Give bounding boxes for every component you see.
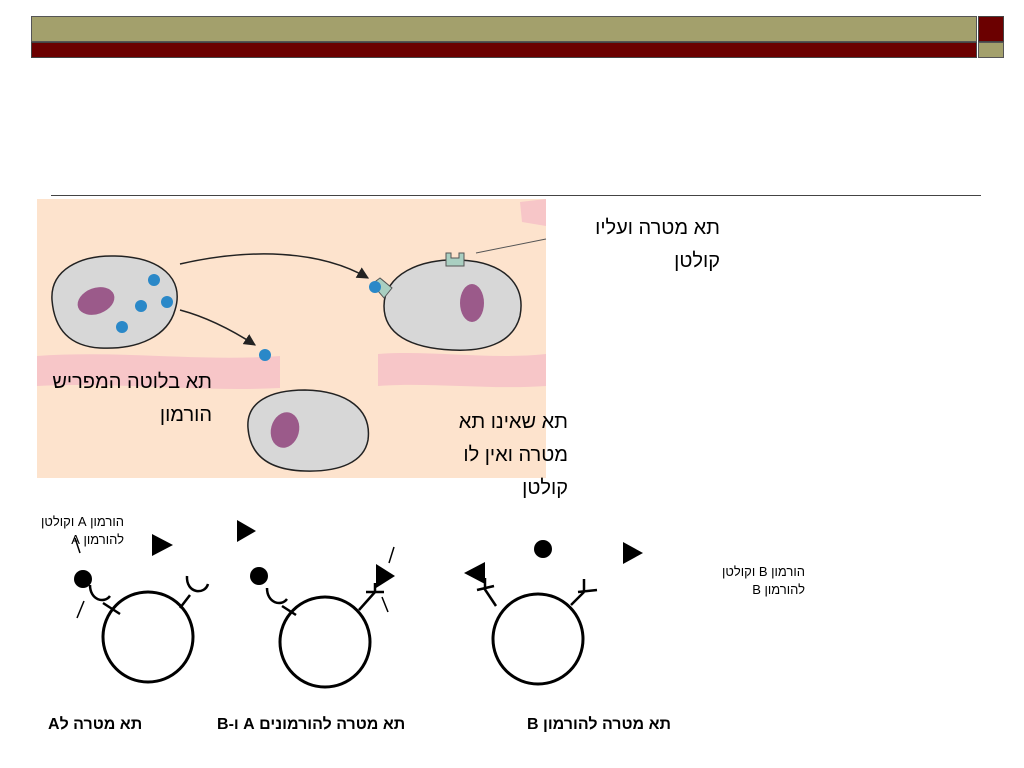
hormone-a-circle-icon <box>534 540 552 558</box>
cell-target-a-and-b <box>237 520 395 689</box>
caption-target-a: תא מטרה לA <box>48 716 143 733</box>
title-bar-top <box>31 16 977 42</box>
receptor-a-cup-icon <box>185 575 210 593</box>
cell-target-b <box>464 540 643 686</box>
label-non-target-cell: תא שאינו תא מטרה ואין לו קולטן <box>458 411 568 499</box>
hormone-dot <box>148 274 160 286</box>
receptor-stalk <box>179 594 191 609</box>
receptor-stalk <box>482 587 498 607</box>
receptor-icon <box>445 252 465 267</box>
hormone-b-triangle-icon <box>237 520 256 542</box>
label-target-with-receptor: תא מטרה ועליו קולטן <box>595 217 720 272</box>
hormone-a-circle-icon <box>74 570 92 588</box>
receptor-a-cup-icon <box>265 587 288 605</box>
pointer-line <box>475 238 547 254</box>
nucleus <box>460 284 484 322</box>
title-bar-bottom <box>31 42 977 58</box>
pink-band-top <box>520 199 546 226</box>
caption-target-a-and-b: תא מטרה להורמונים A ו-B <box>217 716 406 733</box>
free-hormone-dot <box>259 349 271 361</box>
non-target-cell <box>247 389 370 472</box>
leader-line <box>74 537 81 554</box>
hormone-b-triangle-icon <box>376 564 395 588</box>
leader-line <box>388 546 395 564</box>
hormone-b-triangle-icon <box>464 562 485 584</box>
bound-hormone-dot <box>369 281 381 293</box>
label-gland-cell: תא בלוטה המפריש הורמון <box>52 371 212 426</box>
legend-hormone-a: הורמון A וקולטן להורמון A <box>41 514 124 547</box>
receptor-b-fork-icon <box>577 588 598 594</box>
legend-hormone-b: הורמון B וקולטן להורמון B <box>722 564 805 597</box>
hormone-b-triangle-icon <box>623 542 643 564</box>
nucleus <box>77 287 115 315</box>
cell-circle <box>278 595 372 689</box>
arrow-to-blood <box>179 309 257 346</box>
cell-circle <box>101 590 195 684</box>
cell-circle <box>491 592 585 686</box>
arrow-to-target <box>179 253 370 279</box>
nucleus <box>270 412 300 448</box>
cell-target-a <box>74 534 210 684</box>
hormone-b-triangle-icon <box>152 534 173 556</box>
caption-target-b: תא מטרה להורמון B <box>527 716 671 733</box>
target-cell <box>369 252 522 351</box>
leader-line <box>76 600 85 619</box>
receptor-a-cup-icon <box>88 584 111 602</box>
receptor-stalk <box>281 604 297 617</box>
hormone-dot <box>135 300 147 312</box>
corner-square-olive <box>978 42 1004 58</box>
receptor-stalk <box>570 591 585 606</box>
pink-band-left <box>37 354 280 389</box>
top-panel <box>37 199 547 478</box>
pink-band-right <box>378 353 546 388</box>
hormone-dot <box>116 321 128 333</box>
hormone-a-circle-icon <box>250 567 268 585</box>
corner-square-red <box>978 16 1004 42</box>
leader-line <box>381 596 389 613</box>
gland-cell <box>51 255 178 349</box>
receptor-stalk <box>102 601 121 616</box>
receptor-stalk <box>358 591 376 611</box>
divider-line <box>51 195 981 196</box>
hormone-dot <box>161 296 173 308</box>
